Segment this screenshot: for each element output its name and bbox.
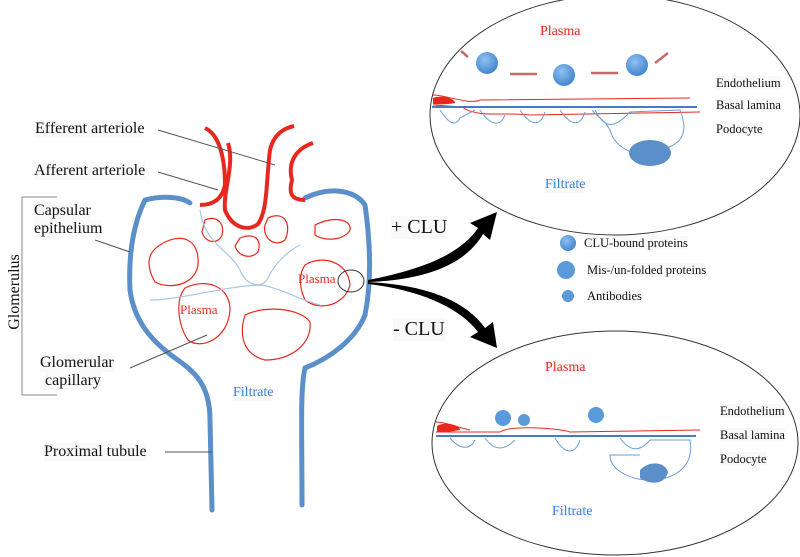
clu-arrows (368, 212, 497, 348)
label-plus-clu: + CLU (391, 216, 448, 239)
top-label-plasma: Plasma (540, 24, 581, 41)
top-circle-clu-present (429, 0, 800, 236)
bottom-label-filtrate: Filtrate (552, 504, 593, 521)
bottom-label-endothelium: Endothelium (720, 404, 785, 419)
label-minus-clu: - CLU (393, 318, 445, 341)
top-label-filtrate: Filtrate (545, 177, 586, 194)
label-capsular-line1: Capsular (34, 202, 91, 221)
leader-lines (94, 129, 276, 453)
legend-clu-bound: CLU-bound proteins (584, 236, 688, 251)
clu-bound-flow (460, 50, 669, 86)
bottom-circle-clu-absent (431, 330, 799, 556)
top-label-basal-lamina: Basal lamina (716, 98, 781, 113)
top-label-endothelium: Endothelium (716, 76, 781, 91)
legend-icons (557, 235, 576, 302)
label-efferent-arteriole: Efferent arteriole (35, 120, 145, 139)
top-label-podocyte: Podocyte (716, 122, 763, 137)
label-afferent-arteriole: Afferent arteriole (34, 162, 146, 181)
glomerulus-bracket (21, 196, 57, 396)
label-glomerulus: Glomerulus (6, 254, 23, 330)
bottom-label-basal-lamina: Basal lamina (720, 428, 785, 443)
label-plasma-left: Plasma (180, 302, 218, 317)
legend-misfolded: Mis-/un-folded proteins (587, 263, 707, 278)
label-filtrate-left: Filtrate (233, 385, 274, 402)
label-proximal-tubule: Proximal tubule (44, 443, 147, 462)
bowman-capsule (127, 188, 373, 513)
label-glomerular-line1: Glomerular (40, 354, 114, 373)
label-plasma-right: Plasma (298, 271, 336, 286)
label-capsular-line2: epithelium (34, 220, 103, 239)
legend-antibodies: Antibodies (587, 289, 642, 304)
glomerular-capillaries (148, 209, 351, 361)
arterioles (199, 124, 314, 230)
zoom-region-marker (337, 269, 365, 293)
bottom-label-plasma: Plasma (545, 360, 586, 377)
label-glomerular-line2: capillary (45, 372, 101, 391)
bottom-label-podocyte: Podocyte (720, 452, 767, 467)
